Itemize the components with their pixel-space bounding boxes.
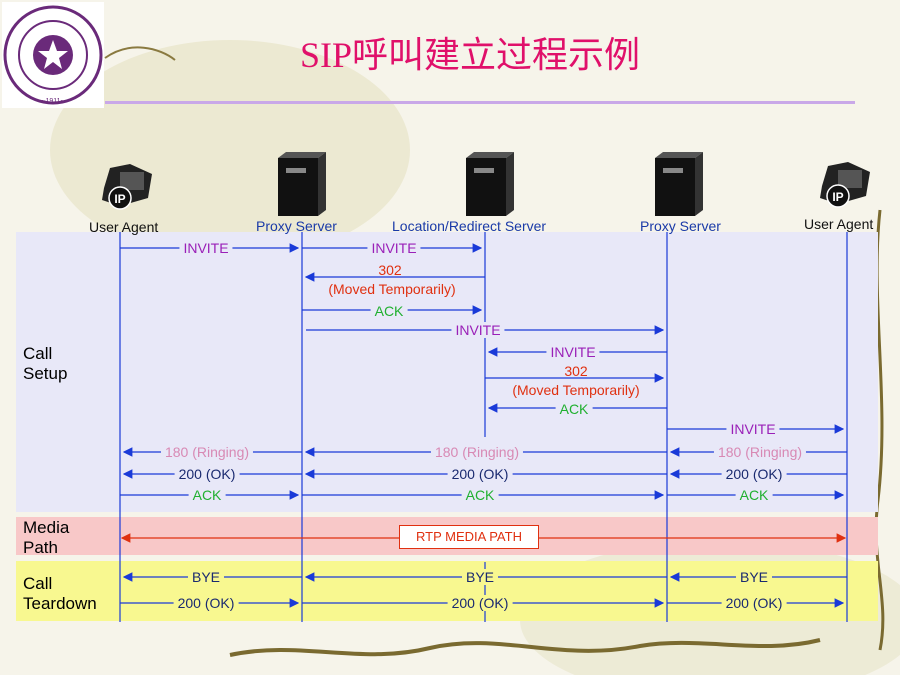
msg-invite: INVITE xyxy=(546,344,600,360)
msg-bye: BYE xyxy=(187,569,225,585)
node-label-proxy-server-right: Proxy Server xyxy=(640,218,721,234)
call-setup-band xyxy=(16,232,878,512)
msg-200-ok: 200 (OK) xyxy=(447,466,513,482)
msg-180-ringing: 180 (Ringing) xyxy=(713,444,807,460)
call-teardown-band xyxy=(16,561,878,621)
server-icon xyxy=(466,152,514,216)
svg-text:~1911~: ~1911~ xyxy=(41,98,64,105)
phase-label-line: Media xyxy=(23,518,70,537)
msg-302-code: 302 xyxy=(378,262,402,278)
msg-302-text: (Moved Temporarily) xyxy=(328,281,456,297)
ip-phone-icon: IP xyxy=(102,164,152,210)
msg-ack: ACK xyxy=(461,487,499,503)
msg-bye: BYE xyxy=(735,569,773,585)
msg-invite: INVITE xyxy=(179,240,233,256)
msg-200-ok: 200 (OK) xyxy=(174,466,240,482)
phase-label-line: Call xyxy=(23,574,53,593)
ip-phone-icon: IP xyxy=(820,162,870,208)
rtp-media-path-label: RTP MEDIA PATH xyxy=(399,525,539,549)
phone-badge-text: IP xyxy=(114,192,125,206)
msg-200-ok: 200 (OK) xyxy=(721,595,787,611)
msg-invite: INVITE xyxy=(451,322,505,338)
msg-200-ok: 200 (OK) xyxy=(447,595,513,611)
node-label-user-agent-left: User Agent xyxy=(89,219,159,235)
msg-302-code: 302 xyxy=(564,363,588,379)
msg-200-ok: 200 (OK) xyxy=(721,466,787,482)
page-title: SIP呼叫建立过程示例 xyxy=(299,35,641,75)
title-divider xyxy=(105,101,855,104)
phone-badge-text: IP xyxy=(832,190,843,204)
server-icon xyxy=(278,152,326,216)
msg-invite: INVITE xyxy=(367,240,421,256)
phase-label-line: Path xyxy=(23,538,58,557)
phase-label-line: Teardown xyxy=(23,594,97,613)
msg-180-ringing: 180 (Ringing) xyxy=(430,444,524,460)
phase-label-call-setup: Call Setup xyxy=(23,344,67,384)
phase-label-line: Call xyxy=(23,344,53,363)
msg-302-text: (Moved Temporarily) xyxy=(508,382,644,398)
msg-invite: INVITE xyxy=(726,421,780,437)
server-icon xyxy=(655,152,703,216)
msg-bye: BYE xyxy=(461,569,499,585)
msg-200-ok: 200 (OK) xyxy=(173,595,239,611)
phase-label-line: Setup xyxy=(23,364,68,383)
msg-180-ringing: 180 (Ringing) xyxy=(160,444,254,460)
msg-ack: ACK xyxy=(188,487,226,503)
university-seal: ~1911~ xyxy=(2,2,104,108)
msg-ack: ACK xyxy=(555,401,593,417)
phase-label-call-teardown: Call Teardown xyxy=(23,574,97,614)
msg-ack: ACK xyxy=(735,487,773,503)
node-label-user-agent-right: User Agent xyxy=(804,216,874,232)
node-label-proxy-server-left: Proxy Server xyxy=(256,218,337,234)
phase-label-media-path: Media Path xyxy=(23,518,69,558)
node-label-location-redirect-server: Location/Redirect Server xyxy=(392,218,547,234)
msg-ack: ACK xyxy=(370,303,408,319)
